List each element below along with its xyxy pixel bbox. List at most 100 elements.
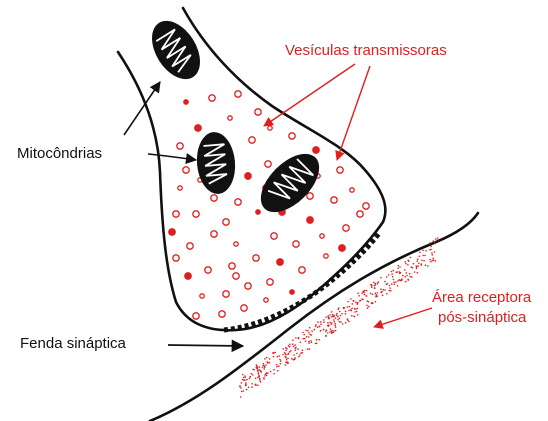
stipple-dot: [337, 319, 339, 321]
vesicle: [256, 210, 260, 214]
stipple-dot: [398, 279, 400, 281]
stipple-dot: [253, 369, 255, 371]
stipple-dot: [409, 276, 411, 278]
stipple-dot: [435, 238, 437, 240]
stipple-dot: [373, 282, 375, 284]
stipple-dot: [371, 285, 373, 287]
vesicle: [200, 294, 204, 298]
stipple-dot: [343, 307, 345, 309]
stipple-dot: [308, 342, 310, 344]
stipple-dot: [257, 385, 259, 387]
stipple-dot: [292, 339, 294, 341]
stipple-dot: [243, 377, 245, 379]
stipple-dot: [260, 371, 262, 373]
stipple-dot: [335, 317, 337, 319]
stipple-dot: [352, 303, 354, 305]
stipple-dot: [355, 308, 357, 310]
stipple-dot: [331, 322, 333, 324]
stipple-dot: [396, 271, 398, 273]
stipple-dot: [320, 323, 322, 325]
mitochondrion-middle: [194, 130, 237, 195]
receptor-area-stipple: [239, 237, 439, 398]
vesicle: [219, 311, 225, 317]
stipple-dot: [331, 316, 333, 318]
stipple-dot: [425, 264, 427, 266]
stipple-dot: [296, 353, 298, 355]
stipple-dot: [327, 322, 329, 324]
stipple-dot: [424, 255, 426, 257]
vesicle: [235, 199, 241, 205]
stipple-dot: [244, 379, 246, 381]
stipple-dot: [335, 326, 337, 328]
stipple-dot: [334, 321, 336, 323]
vesicle: [205, 267, 211, 273]
stipple-dot: [259, 379, 261, 381]
stipple-dot: [386, 293, 388, 295]
stipple-dot: [311, 334, 313, 336]
stipple-dot: [389, 285, 391, 287]
vesicle: [249, 137, 255, 143]
stipple-dot: [317, 326, 319, 328]
stipple-dot: [289, 351, 291, 353]
stipple-dot: [391, 273, 393, 275]
stipple-dot: [270, 371, 272, 373]
stipple-dot: [316, 339, 318, 341]
stipple-dot: [383, 289, 385, 291]
stipple-dot: [302, 352, 304, 354]
stipple-dot: [407, 260, 409, 262]
vesicle: [229, 263, 235, 269]
stipple-dot: [303, 334, 305, 336]
stipple-dot: [308, 332, 310, 334]
stipple-dot: [435, 260, 437, 262]
stipple-dot: [368, 306, 370, 308]
stipple-dot: [401, 279, 403, 281]
stipple-dot: [421, 264, 423, 266]
stipple-dot: [269, 358, 271, 360]
vesicle: [290, 290, 294, 294]
stipple-dot: [350, 298, 352, 300]
stipple-dot: [327, 315, 329, 317]
stipple-dot: [245, 385, 247, 387]
stipple-dot: [257, 370, 259, 372]
stipple-dot: [295, 349, 297, 351]
stipple-dot: [279, 359, 281, 361]
stipple-dot: [274, 352, 276, 354]
stipple-dot: [245, 382, 247, 384]
vesicle: [233, 273, 239, 279]
stipple-dot: [304, 338, 306, 340]
stipple-dot: [348, 321, 350, 323]
stipple-dot: [432, 254, 434, 256]
stipple-dot: [267, 372, 269, 374]
stipple-dot: [434, 241, 436, 243]
stipple-dot: [371, 286, 373, 288]
mitochondrion-top: [142, 12, 210, 87]
stipple-dot: [315, 326, 317, 328]
stipple-dot: [295, 337, 297, 339]
stipple-dot: [358, 295, 360, 297]
stipple-dot: [409, 257, 411, 259]
stipple-dot: [370, 293, 372, 295]
stipple-dot: [267, 362, 269, 364]
stipple-dot: [434, 251, 436, 253]
stipple-dot: [429, 249, 431, 251]
vesicle: [293, 241, 299, 247]
stipple-dot: [248, 387, 250, 389]
stipple-dot: [377, 281, 379, 283]
stipple-dot: [432, 258, 434, 260]
stipple-dot: [286, 348, 288, 350]
stipple-dot: [264, 375, 266, 377]
vesicle: [211, 231, 217, 237]
stipple-dot: [258, 369, 260, 371]
stipple-dot: [251, 383, 253, 385]
stipple-dot: [429, 242, 431, 244]
stipple-dot: [415, 265, 417, 267]
stipple-dot: [430, 261, 432, 263]
stipple-dot: [414, 271, 416, 273]
vesicle: [277, 259, 283, 265]
stipple-dot: [255, 384, 257, 386]
vesicle: [234, 242, 238, 246]
stipple-dot: [431, 252, 433, 254]
stipple-dot: [345, 322, 347, 324]
stipple-dot: [329, 322, 331, 324]
stipple-dot: [260, 381, 262, 383]
